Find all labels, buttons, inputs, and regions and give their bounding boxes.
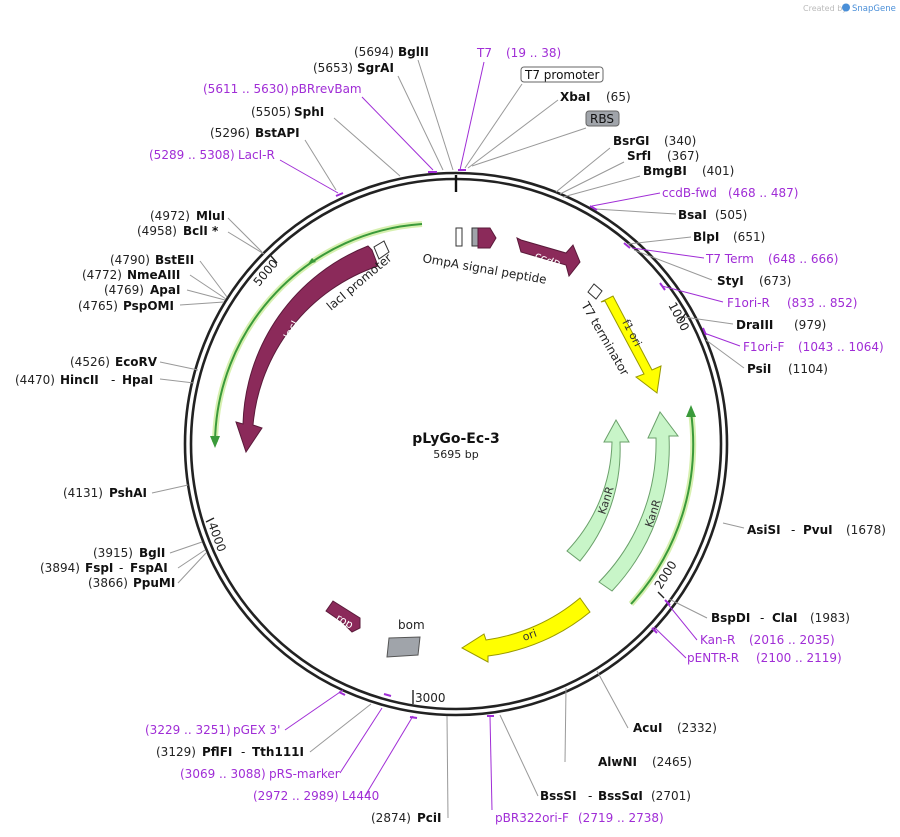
site-acui[interactable]: AcuI (2332) [633,719,717,736]
primer-ticks [335,169,707,719]
watermark-brand: SnapGene [852,4,896,14]
tick-5000 [270,255,278,264]
site-asisi-pvui[interactable]: AsiSI - PvuI (1678) [747,521,886,538]
site-bsteii[interactable]: (4790) BstEII [110,251,194,268]
kanr-feature-label-2: KanR [595,485,616,516]
t7-terminator-arrow[interactable] [587,283,603,300]
ori-feature-label: ori [521,627,539,644]
site-psii[interactable]: PsiI (1104) [747,360,828,377]
tick-label-3000: 3000 [415,691,446,705]
site-bsssi-bsssai[interactable]: BssSI - BssSαI (2701) [540,787,691,804]
snapgene-watermark: Created by SnapGene [803,3,896,14]
primer-t7-term[interactable]: T7 Term (648 .. 666) [705,250,838,267]
t7-terminator-label: T7 terminator [578,299,632,378]
site-bspdi-clai[interactable]: BspDI - ClaI (1983) [711,609,850,626]
laci-orf-line [214,223,423,443]
site-bglii-top[interactable]: (5694) BglII [354,43,429,60]
tick-1000 [679,312,687,322]
site-pshai[interactable]: (4131) PshAI [63,484,147,501]
t7-promoter-label[interactable]: T7 promoter [524,68,600,82]
primer-t7[interactable]: T7 (19 .. 38) [476,44,561,61]
laci-promoter-arrow[interactable] [373,240,390,260]
ompa-label: OmpA signal peptide [421,251,547,287]
ccdb-feature-arrow[interactable] [516,237,581,278]
primer-pentr-r[interactable]: pENTR-R (2100 .. 2119) [687,649,842,666]
plasmid-name: pLyGo-Ec-3 [412,431,499,447]
ompa-marker[interactable] [455,227,463,247]
site-pflfi-tth111i[interactable]: (3129) PflFI - Tth111I [156,743,304,760]
site-apai[interactable]: (4769) ApaI [104,281,180,298]
primer-l4440[interactable]: (2972 .. 2989) L4440 [253,787,379,804]
kanr-feature-arrow-1[interactable] [598,411,679,592]
primer-pgex3[interactable]: (3229 .. 3251) pGEX 3' [145,721,280,738]
bom-feature-label: bom [398,618,425,632]
site-mlui[interactable]: (4972) MluI [150,207,225,224]
site-srfi[interactable]: SrfI (367) [627,147,699,164]
site-bgli[interactable]: (3915) BglI [93,544,165,561]
laci-feature-arrow[interactable] [235,245,379,454]
snapgene-logo-icon [842,3,850,12]
kanr-orf-arrowhead [686,405,696,417]
plasmid-size: 5695 bp [433,448,478,461]
site-bstapi[interactable]: (5296) BstAPI [210,124,300,141]
rop-feature-arrow[interactable] [325,600,361,633]
site-bsai[interactable]: BsaI (505) [678,206,747,223]
site-bcli[interactable]: (4958) BclI * [137,222,219,239]
rbs-label[interactable]: RBS [590,112,614,126]
rbs-box [585,110,620,127]
backbone-outer-ring [183,171,729,717]
primer-f1ori-f[interactable]: F1ori-F (1043 .. 1064) [743,338,884,355]
laci-orf-midarrow [308,258,316,264]
site-hincii-hpai[interactable]: (4470) HincII - HpaI [15,371,153,388]
site-draiii[interactable]: DraIII (979) [736,316,826,333]
site-pcii[interactable]: (2874) PciI [371,809,442,826]
bom-feature-box[interactable] [386,636,421,658]
f1-ori-feature-arrow[interactable] [600,295,662,394]
site-styi[interactable]: StyI (673) [717,272,791,289]
laci-orf-arrowhead [210,436,220,448]
kanr-feature-arrow-2[interactable] [566,418,630,562]
primer-pbr322ori-f[interactable]: pBR322ori-F (2719 .. 2738) [495,809,664,826]
tick-4000 [205,517,215,523]
site-bsrgi[interactable]: BsrGI (340) [613,132,696,149]
site-alwni[interactable]: AlwNI (2465) [598,753,692,770]
primer-ccdb-fwd[interactable]: ccdB-fwd (468 .. 487) [662,184,798,201]
watermark-prefix: Created by [803,4,847,13]
site-sphi[interactable]: (5505) SphI [251,103,324,120]
primer-kan-r[interactable]: Kan-R (2016 .. 2035) [700,631,835,648]
site-ecorv[interactable]: (4526) EcoRV [70,353,158,370]
site-blpi[interactable]: BlpI (651) [693,228,765,245]
site-xbai[interactable]: XbaI (65) [560,88,631,105]
primer-pbrrevbam[interactable]: (5611 .. 5630) pBRrevBam [203,80,362,97]
leader-lines [151,59,745,819]
kanr-feature-label-1: KanR [642,498,663,529]
site-pspomi[interactable]: (4765) PspOMI [78,297,174,314]
primer-laci-r[interactable]: (5289 .. 5308) LacI-R [149,146,275,163]
primer-prs-marker[interactable]: (3069 .. 3088) pRS-marker [180,765,340,782]
site-ppumi[interactable]: (3866) PpuMI [88,574,175,591]
tick-2000 [657,591,665,599]
site-sgrai[interactable]: (5653) SgrAI [313,59,394,76]
t7-promoter-box [520,66,604,83]
site-bmgbi[interactable]: BmgBI (401) [643,162,734,179]
kanr-orf-line [630,411,695,605]
site-fspi-fspai[interactable]: (3894) FspI - FspAI [40,559,168,576]
primer-f1ori-r[interactable]: F1ori-R (833 .. 852) [727,294,857,311]
site-nmeaiii[interactable]: (4772) NmeAIII [82,266,180,283]
ori-feature-arrow[interactable] [461,597,591,663]
ompa-signal-peptide-arrow[interactable] [477,227,497,249]
